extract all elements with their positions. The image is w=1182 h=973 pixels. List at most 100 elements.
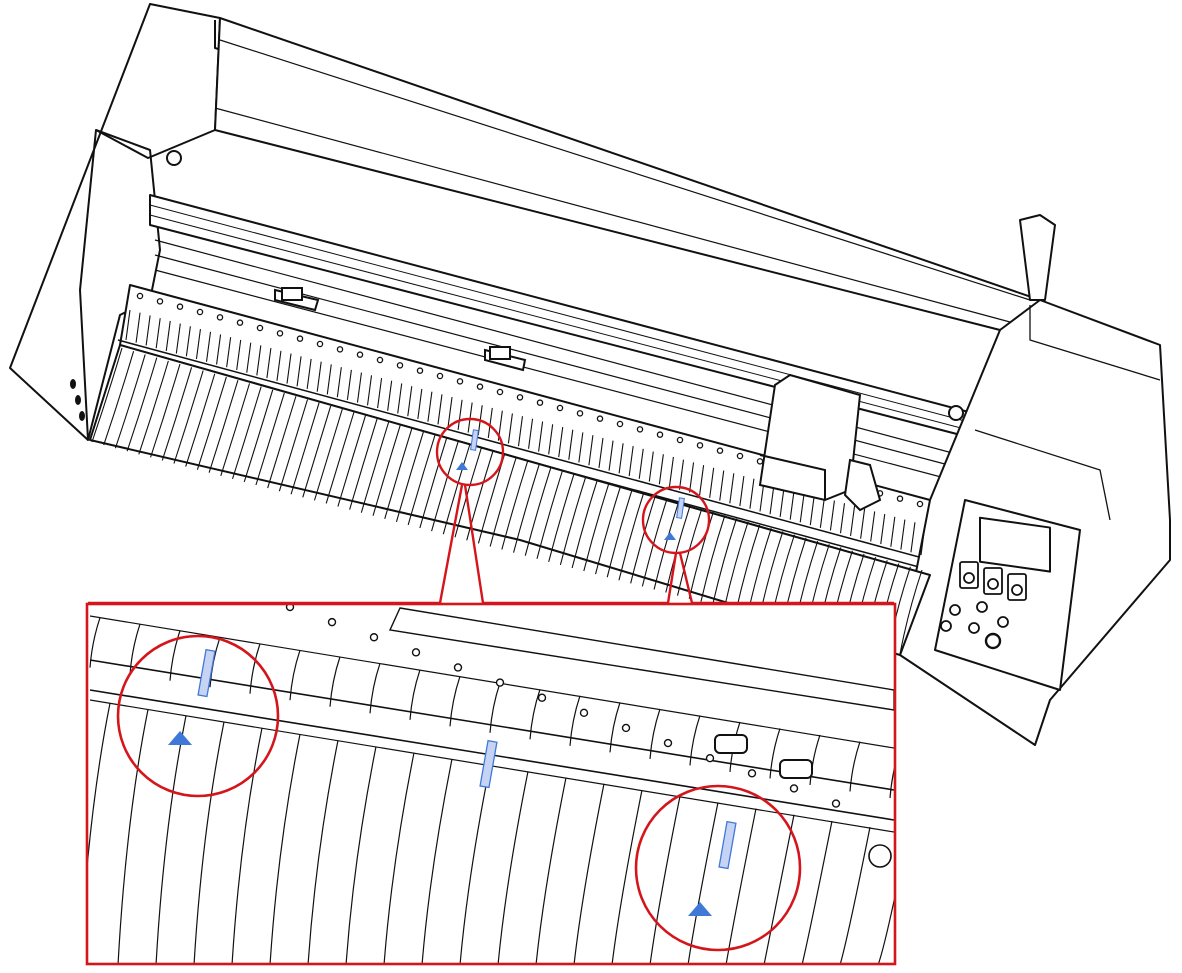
zoom-hole bbox=[537, 693, 547, 702]
panel-buttons bbox=[940, 561, 1027, 650]
slat-tick bbox=[356, 372, 363, 403]
slat-tick bbox=[437, 394, 443, 425]
slat-tick bbox=[326, 364, 332, 395]
zoom-hole bbox=[285, 605, 295, 612]
slat-tick bbox=[648, 451, 654, 482]
slat-line bbox=[466, 450, 494, 541]
slat-line bbox=[489, 457, 517, 547]
slat-tick bbox=[346, 369, 352, 400]
zoom-slat-lower bbox=[839, 827, 871, 963]
slat-tick bbox=[216, 334, 222, 365]
zoom-clamp bbox=[779, 759, 813, 779]
slat-tick bbox=[457, 399, 463, 430]
hole bbox=[556, 404, 564, 412]
zoom-slat-lower bbox=[916, 840, 946, 965]
zoom-slat-upper bbox=[489, 682, 501, 733]
slat-tick bbox=[819, 497, 825, 528]
slat-line bbox=[571, 479, 598, 569]
zoom-slat-upper bbox=[129, 623, 141, 675]
slat-tick bbox=[447, 397, 453, 428]
zoom-edge bbox=[89, 659, 894, 791]
hole bbox=[676, 436, 684, 444]
slat-line bbox=[501, 460, 529, 550]
hole bbox=[196, 308, 204, 316]
slat-line bbox=[372, 425, 401, 516]
slat-line bbox=[150, 363, 181, 458]
zoom-slat-upper bbox=[449, 676, 461, 727]
guide-triangle-left bbox=[168, 731, 192, 745]
slat-tick bbox=[850, 505, 856, 537]
zoom-hole bbox=[621, 723, 631, 733]
slat-tick bbox=[749, 478, 755, 509]
slat-line bbox=[606, 489, 633, 578]
slat-tick bbox=[125, 309, 131, 341]
slat-tick bbox=[638, 448, 644, 479]
slat-tick bbox=[145, 315, 151, 346]
zoom-slat-lower bbox=[878, 898, 894, 963]
slat-line bbox=[700, 515, 726, 602]
hole bbox=[736, 452, 744, 460]
slat-tick bbox=[809, 494, 815, 526]
slat-line bbox=[559, 476, 587, 566]
slat-tick bbox=[417, 388, 423, 419]
slat-tick bbox=[598, 437, 604, 468]
slat-tick bbox=[517, 416, 524, 447]
zoom-slat-lower bbox=[954, 846, 984, 965]
slat-tick bbox=[276, 350, 282, 381]
slat-line bbox=[536, 470, 564, 559]
zoom-detail-panel bbox=[85, 602, 984, 966]
guide-line-left bbox=[197, 648, 216, 698]
guide-triangle-right bbox=[688, 902, 712, 916]
guide-line-right bbox=[718, 820, 737, 870]
slat-tick bbox=[558, 426, 564, 458]
slat-tick bbox=[377, 377, 383, 409]
slat-tick bbox=[568, 429, 574, 460]
slat-tick bbox=[789, 489, 795, 520]
zoom-slat-lower bbox=[725, 808, 757, 963]
slat-tick bbox=[779, 486, 785, 517]
slat-tick bbox=[658, 454, 664, 485]
slat-tick bbox=[246, 342, 252, 373]
zoom-slat-lower bbox=[497, 771, 529, 963]
front-slats bbox=[91, 309, 926, 655]
zoom-hole bbox=[705, 754, 715, 763]
hole bbox=[296, 335, 304, 342]
slat-line bbox=[243, 389, 274, 483]
slat-tick bbox=[407, 386, 413, 417]
slat-tick bbox=[135, 312, 141, 343]
hole bbox=[236, 319, 244, 326]
zoom-slat-lower bbox=[88, 703, 111, 864]
slat-line bbox=[255, 392, 285, 486]
zoom-slat-lower bbox=[573, 783, 605, 963]
zoom-slat-upper bbox=[169, 630, 181, 681]
slat-line bbox=[595, 486, 622, 575]
zoom-slat-lower bbox=[421, 758, 453, 963]
slat-tick bbox=[769, 484, 775, 515]
slat-tick bbox=[719, 470, 725, 501]
slat-line bbox=[442, 444, 471, 535]
slat-line bbox=[395, 431, 424, 523]
zoom-slat-upper bbox=[809, 734, 821, 786]
slat-tick bbox=[256, 345, 262, 376]
slat-tick bbox=[578, 432, 584, 463]
slat-tick bbox=[366, 375, 373, 406]
slat-tick bbox=[890, 516, 896, 547]
zoom-slat-upper bbox=[89, 617, 101, 668]
zoom-hole bbox=[831, 799, 841, 808]
pinch-rollers bbox=[274, 287, 527, 372]
zoom-slat-upper bbox=[889, 767, 894, 799]
slat-line bbox=[91, 347, 123, 443]
hole bbox=[136, 292, 144, 300]
slat-tick bbox=[588, 435, 594, 466]
slat-tick bbox=[699, 465, 705, 496]
slat-line bbox=[653, 502, 680, 590]
guide-line-mid bbox=[479, 739, 498, 789]
zoom-slat-lower bbox=[611, 789, 643, 963]
slat-line bbox=[583, 482, 610, 572]
slat-line bbox=[665, 505, 691, 593]
cutting-carriage bbox=[758, 373, 882, 512]
zoom-slat-upper bbox=[649, 708, 661, 759]
slat-line bbox=[138, 360, 169, 455]
slat-line bbox=[267, 396, 297, 489]
hole bbox=[636, 426, 644, 433]
